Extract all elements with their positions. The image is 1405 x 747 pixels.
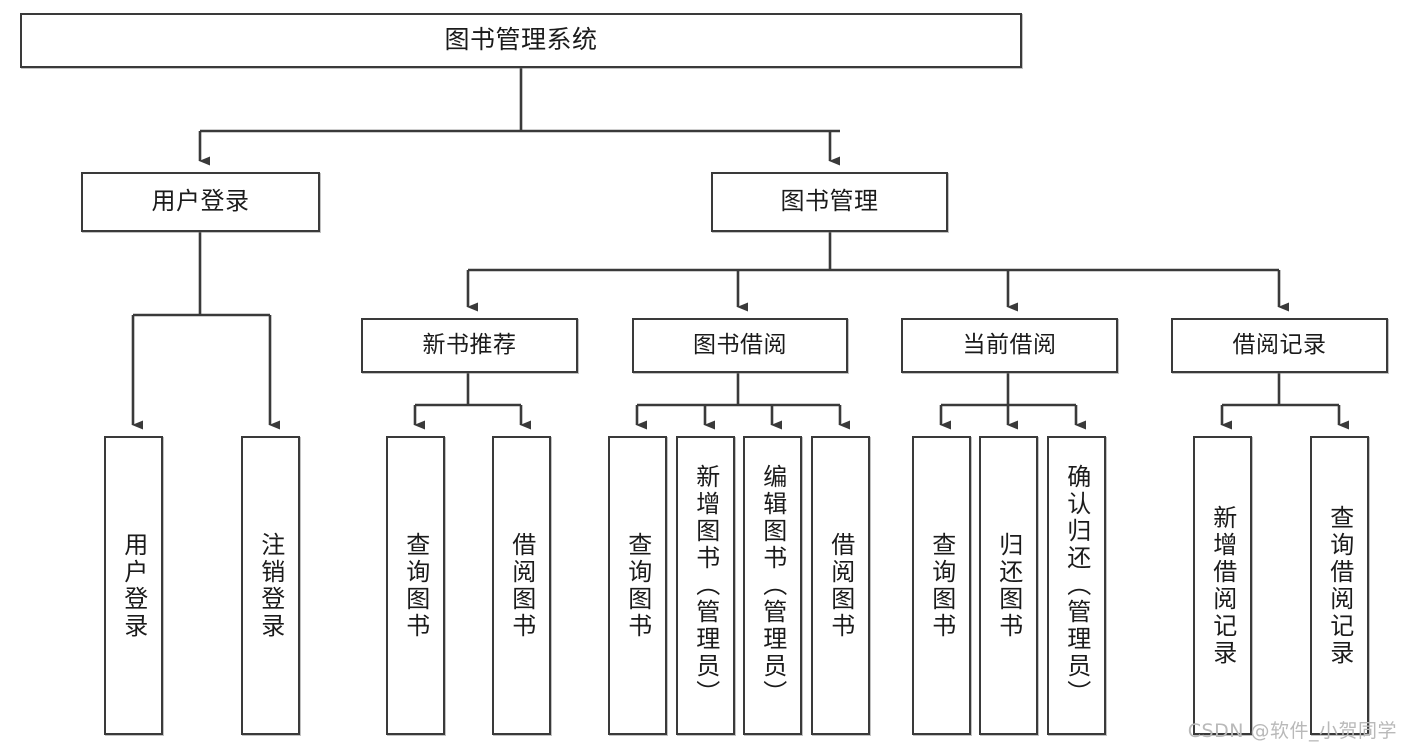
node-label: 借阅图书: [507, 531, 536, 640]
node-label: 用户登录: [119, 531, 148, 640]
node-leaf-edit-book-admin[interactable]: 编辑图书（管理员）: [743, 436, 802, 735]
node-label: 查询图书: [927, 531, 956, 640]
node-book-borrow[interactable]: 图书借阅: [632, 318, 848, 373]
node-leaf-user-login[interactable]: 用户登录: [104, 436, 163, 735]
node-label: 新书推荐: [422, 332, 517, 359]
node-leaf-add-book-admin[interactable]: 新增图书（管理员）: [676, 436, 735, 735]
node-label: 图书管理: [780, 187, 879, 216]
node-leaf-confirm-return-admin[interactable]: 确认归还（管理员）: [1047, 436, 1106, 735]
node-label: 确认归还（管理员）: [1062, 464, 1091, 707]
node-label: 查询借阅记录: [1325, 504, 1354, 667]
node-leaf-borrow-book[interactable]: 借阅图书: [811, 436, 870, 735]
node-borrow-record[interactable]: 借阅记录: [1171, 318, 1388, 373]
node-leaf-query-book-current[interactable]: 查询图书: [912, 436, 971, 735]
node-label: 用户登录: [151, 187, 250, 216]
watermark: CSDN @软件_小贺同学: [1187, 720, 1397, 742]
node-label: 借阅记录: [1232, 332, 1327, 359]
node-label: 编辑图书（管理员）: [758, 464, 787, 707]
node-label: 借阅图书: [826, 531, 855, 640]
node-label: 查询图书: [623, 531, 652, 640]
node-leaf-return-book[interactable]: 归还图书: [979, 436, 1038, 735]
node-current-borrow[interactable]: 当前借阅: [901, 318, 1118, 373]
node-label: 新增借阅记录: [1208, 504, 1237, 667]
node-label: 图书管理系统: [444, 25, 598, 55]
node-label: 新增图书（管理员）: [691, 464, 720, 707]
node-root-system[interactable]: 图书管理系统: [20, 13, 1022, 68]
node-label: 图书借阅: [693, 332, 787, 359]
node-leaf-add-borrow-record[interactable]: 新增借阅记录: [1193, 436, 1252, 735]
node-label: 当前借阅: [962, 332, 1057, 359]
node-book-management[interactable]: 图书管理: [711, 172, 948, 232]
node-label: 归还图书: [994, 531, 1023, 640]
node-leaf-query-book-newbook[interactable]: 查询图书: [386, 436, 445, 735]
node-user-login[interactable]: 用户登录: [81, 172, 320, 232]
node-leaf-borrow-book-newbook[interactable]: 借阅图书: [492, 436, 551, 735]
node-leaf-query-borrow-record[interactable]: 查询借阅记录: [1310, 436, 1369, 735]
node-leaf-query-book[interactable]: 查询图书: [608, 436, 667, 735]
node-new-book-recommend[interactable]: 新书推荐: [361, 318, 578, 373]
node-leaf-logout[interactable]: 注销登录: [241, 436, 300, 735]
node-label: 注销登录: [256, 531, 285, 640]
node-label: 查询图书: [401, 531, 430, 640]
